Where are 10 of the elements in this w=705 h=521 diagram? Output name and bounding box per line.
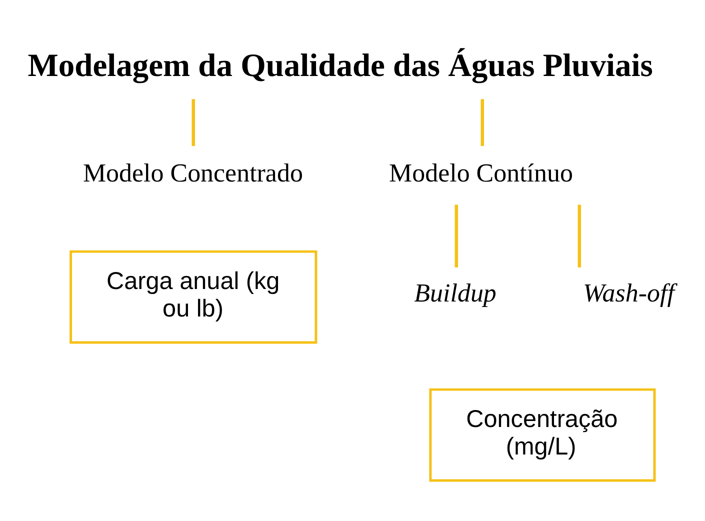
connector [480, 99, 484, 146]
connector [578, 204, 582, 268]
node-text: Modelo Contínuo [389, 158, 573, 188]
node-text: Modelo Concentrado [82, 158, 303, 188]
node-text: Modelagem da Qualidade das Águas Pluviais [28, 48, 653, 84]
node-box: Concentração (mg/L) [429, 388, 656, 482]
connector [192, 99, 195, 146]
connector [454, 204, 458, 268]
node-box: Carga anual (kg ou lb) [70, 250, 318, 344]
node-text: Buildup [414, 278, 496, 308]
